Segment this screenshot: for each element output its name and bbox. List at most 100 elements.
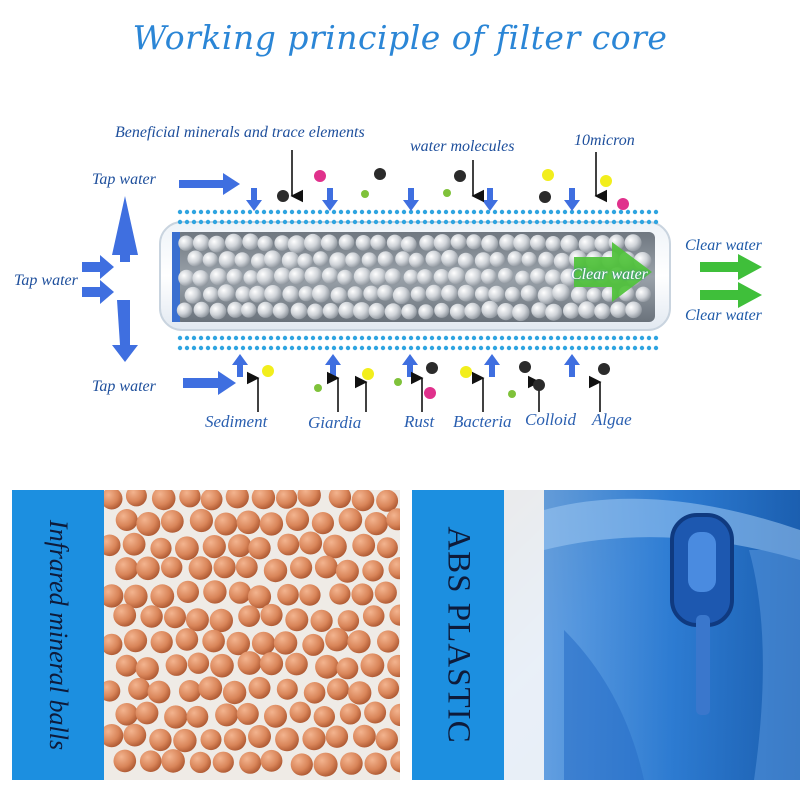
filter-media-ball [474, 286, 491, 302]
particle-dot [443, 189, 451, 197]
mesh-dot [506, 335, 512, 341]
filter-media-ball [433, 234, 451, 252]
mesh-dot [261, 219, 267, 225]
panel-mineral-balls: Infrared mineral balls [12, 490, 400, 780]
mineral-ball [310, 609, 333, 632]
mesh-dot [527, 219, 533, 225]
filter-media-ball [466, 234, 482, 250]
mineral-ball [140, 605, 163, 628]
mesh-dot [247, 345, 253, 351]
mesh-dot [457, 345, 463, 351]
filter-media-ball [434, 302, 450, 318]
mineral-ball [187, 652, 210, 674]
mesh-dot [534, 219, 540, 225]
mesh-dot [191, 345, 197, 351]
particle-dot [508, 390, 516, 398]
filter-media-ball [386, 234, 403, 251]
plastic-latch-stem [696, 615, 710, 715]
mesh-dot [436, 335, 442, 341]
mesh-dot [548, 345, 554, 351]
mesh-dot [583, 335, 589, 341]
mesh-dot [583, 345, 589, 351]
mesh-dot [520, 345, 526, 351]
mesh-dot [345, 219, 351, 225]
mesh-dot [303, 335, 309, 341]
mineral-ball [203, 580, 227, 604]
plastic-rim [544, 498, 800, 560]
mesh-dot [310, 219, 316, 225]
mesh-dot [611, 345, 617, 351]
filter-media-ball [530, 234, 546, 251]
mesh-dot [604, 209, 610, 215]
mesh-dot [254, 335, 260, 341]
mineral-ball [104, 633, 123, 656]
mesh-dot [226, 219, 232, 225]
mesh-dot [653, 209, 659, 215]
filter-media-ball [377, 284, 394, 301]
filter-media-ball [545, 269, 562, 286]
mesh-dot [401, 335, 407, 341]
mineral-ball [104, 534, 121, 557]
filter-media-ball [193, 301, 210, 318]
mineral-ball [348, 681, 372, 705]
mineral-ball [273, 631, 298, 655]
mesh-dot [548, 219, 554, 225]
caption-abs-plastic: ABS PLASTIC [440, 526, 477, 744]
mesh-dot [226, 345, 232, 351]
mineral-ball [151, 490, 176, 511]
mesh-dot [429, 209, 435, 215]
filter-media-ball [419, 235, 436, 251]
mesh-dot [373, 335, 379, 341]
mineral-ball [113, 749, 137, 773]
mesh-dot [205, 209, 211, 215]
mineral-ball [251, 490, 276, 510]
mesh-dot [338, 219, 344, 225]
filter-media-ball [355, 235, 372, 251]
mineral-ball [149, 728, 172, 752]
particle-dot [314, 384, 322, 392]
mineral-ball [386, 508, 400, 531]
mesh-dot [492, 335, 498, 341]
mesh-dot [653, 335, 659, 341]
mesh-dot [233, 219, 239, 225]
filter-media-ball [570, 286, 589, 304]
filter-media-ball [369, 268, 387, 286]
mesh-dot [527, 335, 533, 341]
filter-media-ball [520, 285, 537, 302]
mesh-dot [394, 345, 400, 351]
filter-media-ball [513, 234, 531, 252]
mesh-dot [527, 209, 533, 215]
filter-media-ball [474, 252, 492, 270]
particles [262, 168, 629, 399]
inflow-arrow-up [564, 354, 580, 377]
mesh-dot [443, 335, 449, 341]
filter-media-ball [578, 235, 597, 254]
mesh-dot [478, 209, 484, 215]
mineral-ball [228, 581, 252, 604]
mineral-ball [277, 533, 300, 556]
filter-media-ball [256, 267, 275, 286]
mesh-dot [611, 335, 617, 341]
label-rust: Rust [404, 412, 435, 431]
mineral-ball [115, 654, 138, 677]
mesh-dot [268, 209, 274, 215]
mineral-ball [139, 750, 162, 772]
filter-media-ball [384, 303, 402, 321]
mesh-dot [282, 209, 288, 215]
mineral-ball [122, 532, 146, 556]
filter-media-ball [499, 234, 516, 251]
mesh-dot [597, 335, 603, 341]
abs-plastic-photo [504, 490, 800, 780]
mesh-dot [471, 335, 477, 341]
filter-media-ball [264, 250, 282, 268]
particle-dot [600, 175, 612, 187]
mineral-ball [104, 680, 121, 702]
mesh-dot [506, 209, 512, 215]
mesh-dot [422, 345, 428, 351]
mineral-ball [228, 534, 252, 558]
filter-media-ball [545, 236, 561, 252]
mesh-dot [184, 219, 190, 225]
mineral-ball [164, 705, 188, 729]
mesh-dot [387, 335, 393, 341]
tap-arrow-right-mid-1 [82, 255, 114, 279]
